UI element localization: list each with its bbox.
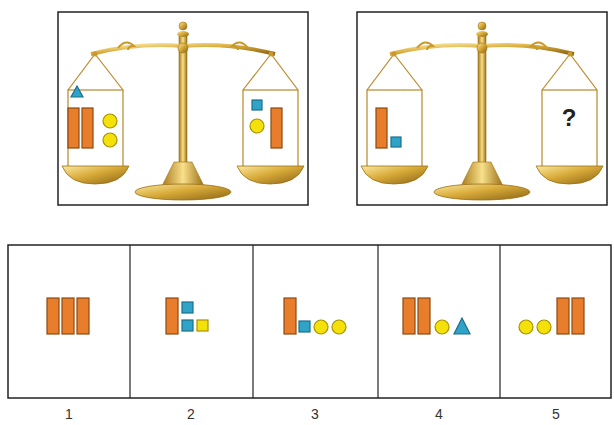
option-number: 1: [65, 407, 73, 421]
option-number: 2: [187, 407, 195, 421]
option-number: 5: [552, 407, 560, 421]
question-mark: ?: [562, 106, 577, 130]
option-number: 3: [311, 407, 319, 421]
option-number: 4: [435, 407, 443, 421]
